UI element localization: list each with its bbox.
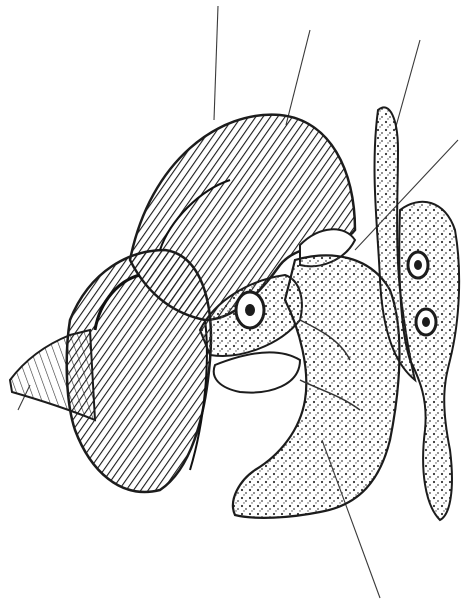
- shell-apex-line: [214, 6, 218, 120]
- tentacle-line: [395, 40, 420, 130]
- shell-whorl-line: [286, 30, 310, 125]
